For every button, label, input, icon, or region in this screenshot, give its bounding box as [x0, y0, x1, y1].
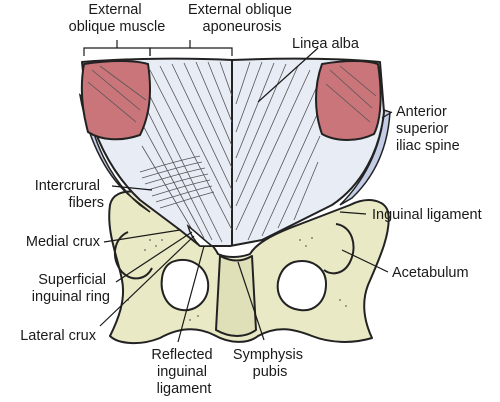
- label-brackets: [83, 40, 233, 56]
- muscle-striations: [87, 65, 377, 123]
- external-oblique-muscle-right: [315, 60, 382, 141]
- label-superficial-inguinal-ring: Superficial inguinal ring: [32, 272, 110, 305]
- label-external-oblique-aponeurosis: External oblique aponeurosis: [188, 2, 296, 35]
- intercrural-fiber-lines: [139, 155, 215, 209]
- label-reflected-inguinal-ligament: Reflected inguinal ligament: [151, 347, 216, 397]
- label-medial-crux: Medial crux: [26, 234, 101, 250]
- leader-lines: [99, 47, 393, 343]
- label-inguinal-ligament: Inguinal ligament: [372, 207, 482, 223]
- label-linea-alba: Linea alba: [292, 36, 360, 52]
- label-lateral-crux: Lateral crux: [20, 328, 97, 344]
- label-external-oblique-muscle: External oblique muscle: [69, 2, 166, 35]
- external-oblique-muscle-left: [80, 60, 151, 141]
- bone-texture: [127, 237, 347, 321]
- label-intercrural-fibers: Intercrural fibers: [35, 178, 104, 211]
- label-acetabulum: Acetabulum: [392, 265, 469, 281]
- label-anterior-superior-iliac-spine: Anterior superior iliac spine: [396, 104, 460, 154]
- external-oblique-aponeurosis-sheet: [81, 57, 385, 247]
- label-symphysis-pubis: Symphysis pubis: [233, 347, 307, 380]
- labels: External oblique muscle External oblique…: [20, 2, 481, 397]
